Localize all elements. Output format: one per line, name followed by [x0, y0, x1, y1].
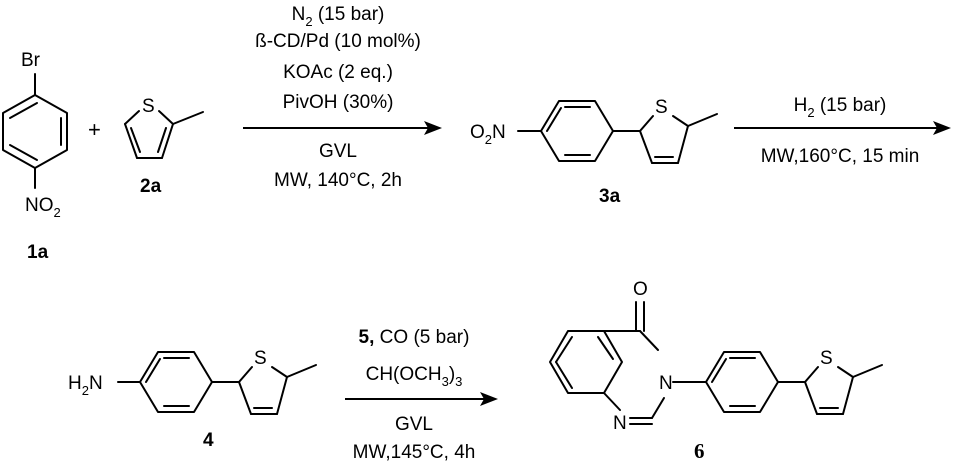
nitro-group-label: O2N: [470, 122, 506, 147]
compound-3a: O2N S 3a: [470, 97, 718, 207]
sulfur-atom: S: [655, 97, 668, 118]
bromine-atom: Br: [21, 50, 41, 71]
nitro-group-label: NO2: [25, 195, 61, 220]
sulfur-atom: S: [254, 348, 267, 369]
compound-4-label: 4: [203, 430, 214, 451]
nitrogen-n3-atom: N: [659, 373, 673, 394]
compound-1a-label: 1a: [27, 242, 49, 263]
compound-6: O N N S 6: [549, 279, 883, 463]
step-1-solvent: GVL: [319, 141, 357, 162]
compound-1a-structure: [2, 73, 68, 189]
step-2-arrowhead: [933, 121, 951, 135]
compound-6-structure: [549, 301, 883, 425]
compound-2a: S 2a: [124, 96, 204, 197]
sulfur-atom: S: [820, 348, 833, 369]
plus-sign: +: [88, 117, 101, 142]
compound-4: H2N S 4: [68, 348, 317, 451]
step-2-condition-1: H2 (15 bar): [794, 95, 887, 120]
step-3-heating: MW,145°C, 4h: [353, 442, 476, 463]
step-3-solvent: GVL: [395, 414, 433, 435]
compound-3a-label: 3a: [599, 186, 621, 207]
compound-3a-structure: [517, 100, 718, 164]
step-3-condition-2: CH(OCH3)3: [366, 364, 463, 389]
nitrogen-n1-atom: N: [613, 413, 627, 434]
step-1-condition-2: ß-CD/Pd (10 mol%): [255, 31, 421, 52]
step-1-arrowhead: [424, 121, 442, 135]
carbonyl-oxygen-atom: O: [633, 279, 648, 300]
step-1-heating: MW, 140°C, 2h: [274, 170, 402, 191]
compound-2a-structure: [124, 110, 204, 159]
step-3-condition-1: 5, CO (5 bar): [359, 327, 470, 348]
reaction-step-3: 5, CO (5 bar) CH(OCH3)3 GVL MW,145°C, 4h: [345, 327, 498, 463]
step-1-condition-3: KOAc (2 eq.): [283, 62, 393, 83]
step-1-condition-4: PivOH (30%): [283, 92, 394, 113]
amine-group-label: H2N: [68, 373, 103, 398]
compound-2a-label: 2a: [140, 176, 162, 197]
step-3-arrowhead: [480, 392, 498, 406]
step-2-heating: MW,160°C, 15 min: [761, 146, 920, 167]
reaction-step-2: H2 (15 bar) MW,160°C, 15 min: [734, 95, 951, 167]
step-1-condition-1: N2 (15 bar): [292, 4, 385, 29]
compound-6-label: 6: [694, 439, 705, 463]
sulfur-atom: S: [142, 96, 155, 117]
reaction-step-1: N2 (15 bar) ß-CD/Pd (10 mol%) KOAc (2 eq…: [243, 4, 442, 191]
compound-1a: Br NO2 1a: [2, 50, 68, 263]
compound-4-structure: [117, 351, 317, 415]
